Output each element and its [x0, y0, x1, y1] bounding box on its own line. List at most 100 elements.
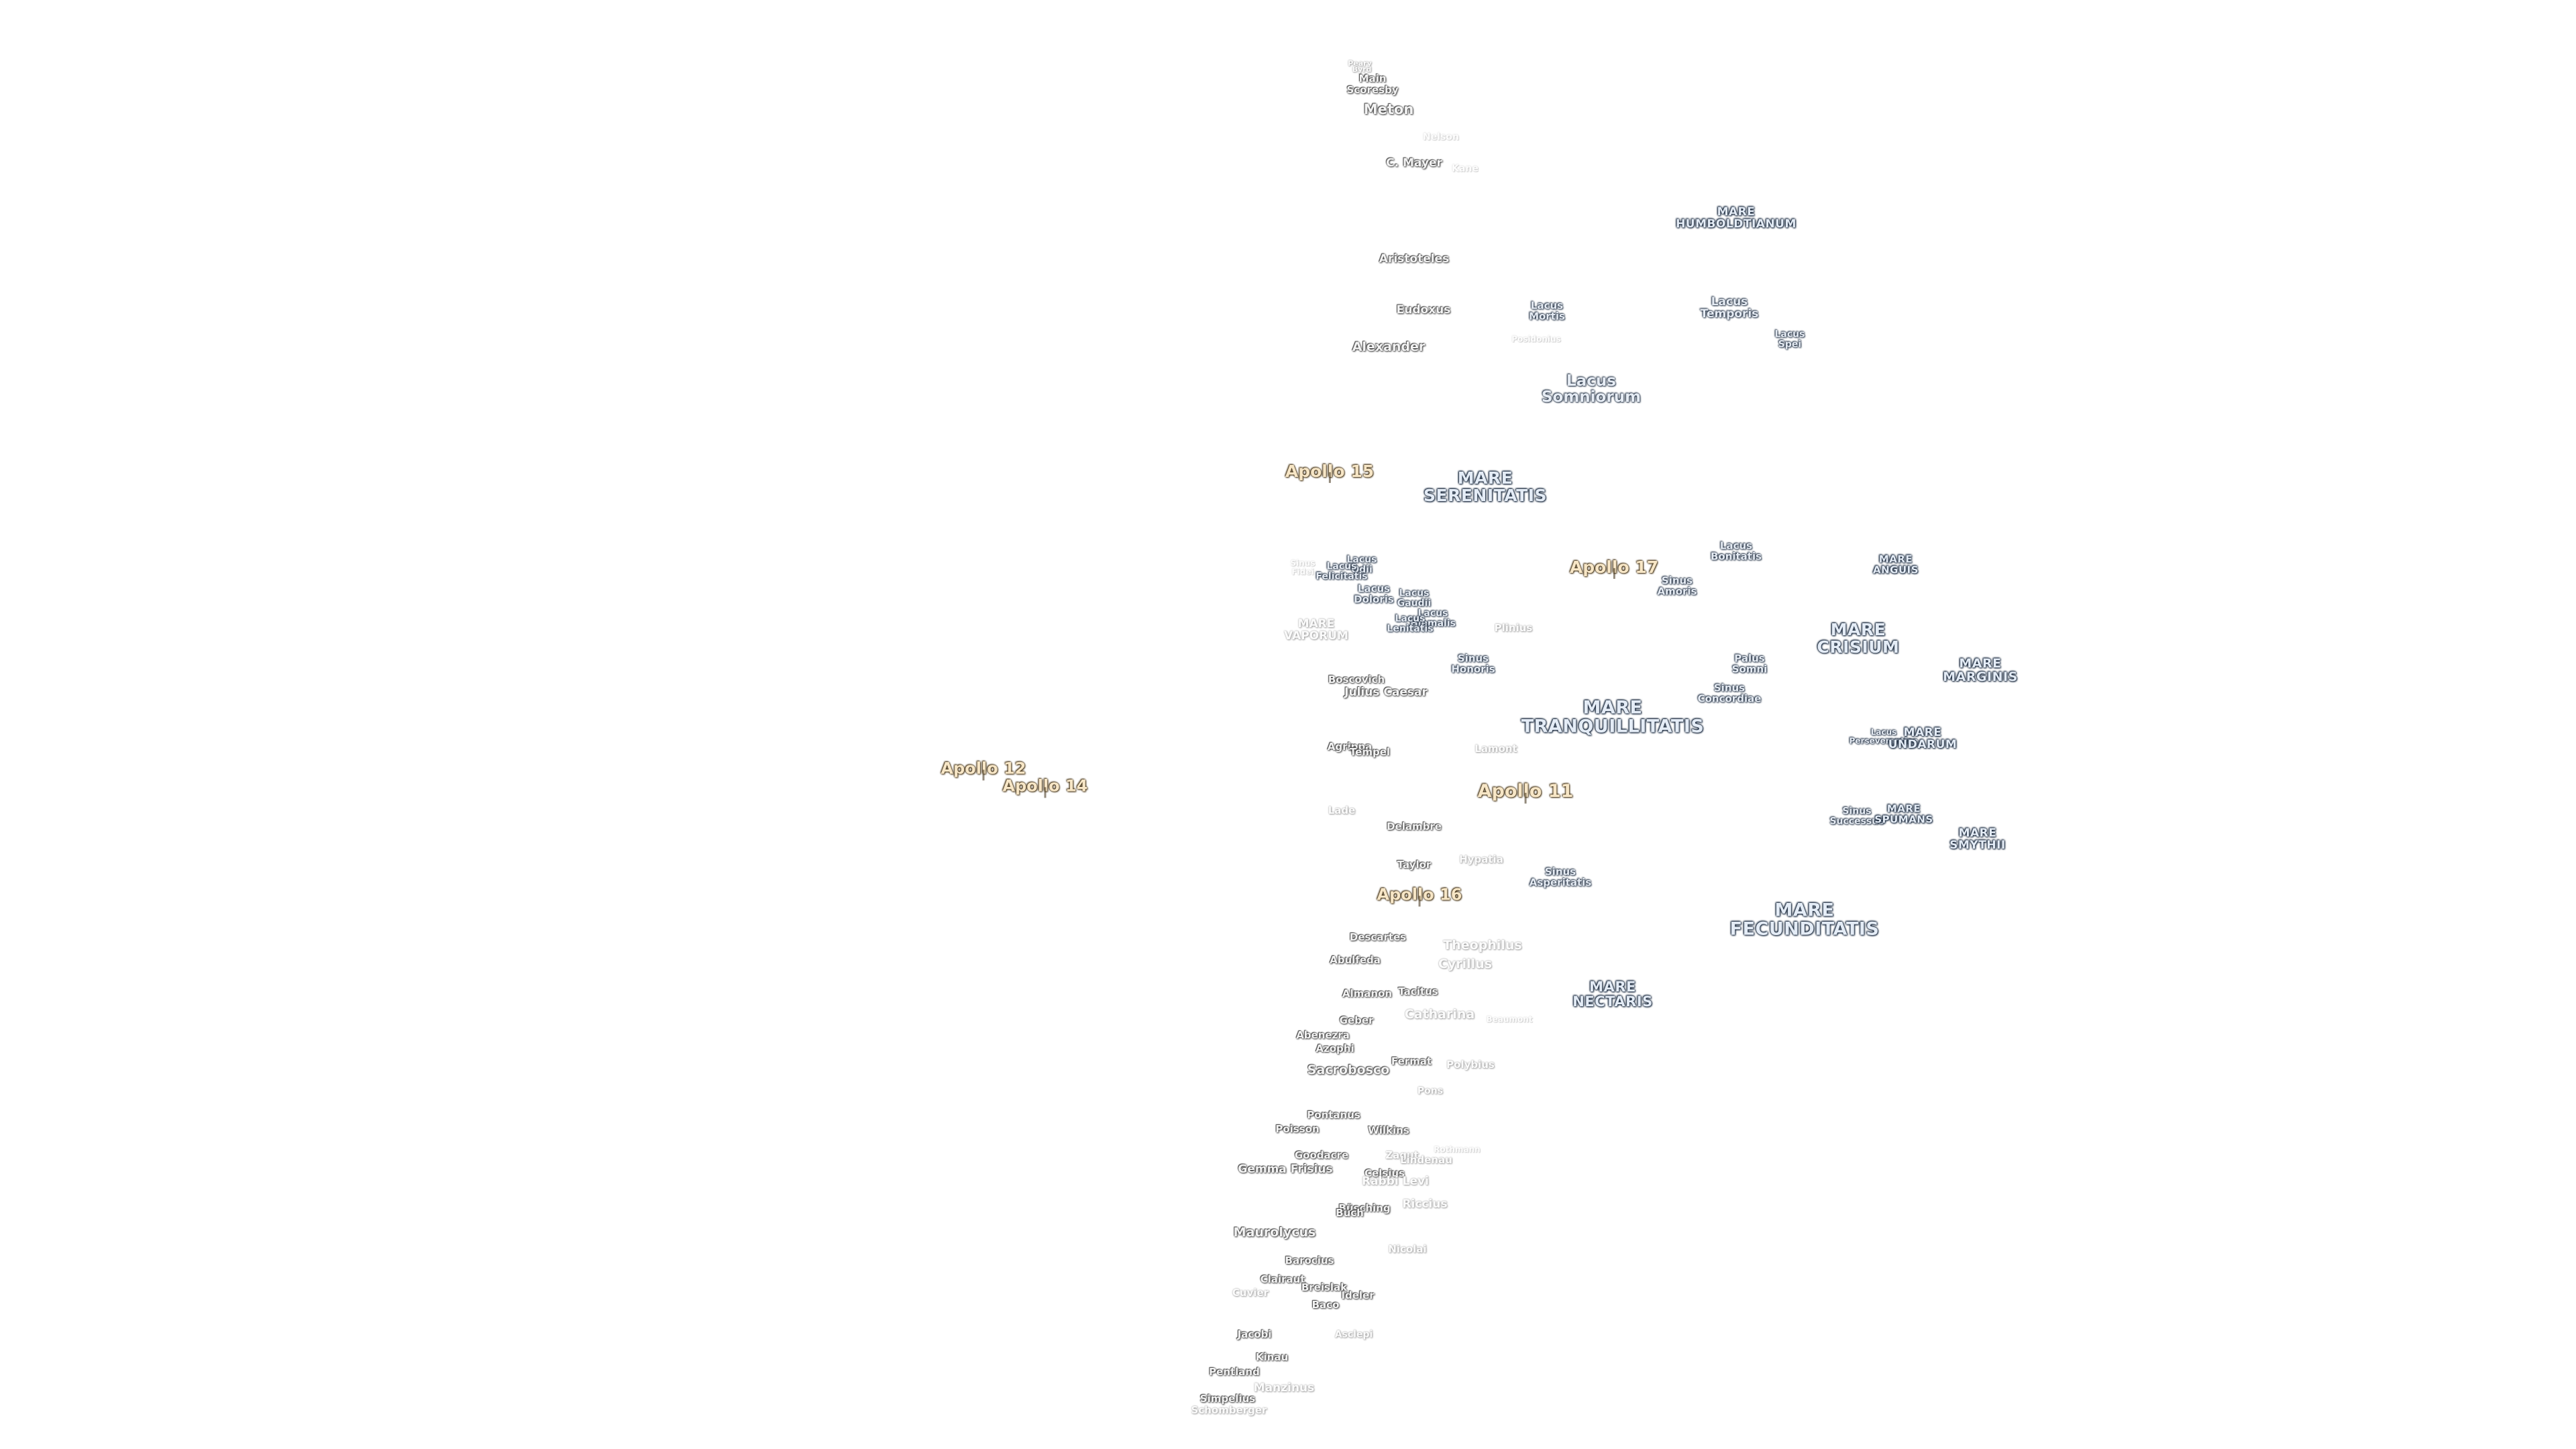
feature-label-scoresby[interactable]: Scoresby — [1346, 84, 1399, 97]
feature-label-peary[interactable]: Peary — [1348, 59, 1372, 68]
feature-label-abulfeda[interactable]: Abulfeda — [1330, 954, 1381, 967]
feature-label-pontanus[interactable]: Pontanus — [1307, 1109, 1360, 1122]
feature-label-kane[interactable]: Kane — [1452, 163, 1479, 174]
feature-label-beaumont[interactable]: Beaumont — [1486, 1014, 1533, 1024]
landing-site-apollo-11[interactable]: Apollo 11 — [1478, 782, 1573, 804]
feature-label-delambre[interactable]: Delambre — [1387, 820, 1442, 833]
feature-label-descartes[interactable]: Descartes — [1349, 931, 1407, 944]
feature-label-wilkins[interactable]: Wilkins — [1368, 1124, 1409, 1137]
feature-label-riccius[interactable]: Riccius — [1402, 1197, 1448, 1212]
feature-label-lindenau[interactable]: Lindenau — [1400, 1154, 1452, 1167]
feature-label-julius-caesar[interactable]: Julius Caesar — [1344, 686, 1428, 700]
feature-label-poisson[interactable]: Poisson — [1275, 1123, 1320, 1136]
feature-label-nelson[interactable]: Nelson — [1423, 131, 1459, 143]
feature-label-goodacre[interactable]: Goodacre — [1294, 1149, 1349, 1162]
landing-site-apollo-16[interactable]: Apollo 16 — [1377, 886, 1462, 907]
feature-label-cuvier[interactable]: Cuvier — [1232, 1287, 1269, 1299]
feature-label-tacitus[interactable]: Tacitus — [1398, 985, 1438, 998]
feature-label-polybius[interactable]: Polybius — [1446, 1059, 1495, 1071]
feature-label-eudoxus[interactable]: Eudoxus — [1396, 303, 1451, 317]
feature-label-jacobi[interactable]: Jacobi — [1237, 1328, 1272, 1341]
feature-label-rabbi-levi[interactable]: Rabbi Levi — [1362, 1175, 1429, 1189]
feature-label-almanon[interactable]: Almanon — [1342, 987, 1393, 1000]
feature-label-rothmann[interactable]: Rothmann — [1434, 1144, 1481, 1155]
landing-site-apollo-15[interactable]: Apollo 15 — [1285, 462, 1374, 484]
landing-site-apollo-12[interactable]: Apollo 12 — [941, 760, 1026, 781]
feature-label-manzinus[interactable]: Manzinus — [1253, 1381, 1315, 1395]
feature-label-boscovich[interactable]: Boscovich — [1328, 674, 1385, 686]
feature-label-schomberger[interactable]: Schomberger — [1191, 1404, 1267, 1417]
feature-label-gemma-frisius[interactable]: Gemma Frisius — [1238, 1163, 1333, 1177]
feature-label-pons[interactable]: Pons — [1417, 1085, 1444, 1097]
feature-label-buch[interactable]: Buch — [1336, 1207, 1364, 1220]
feature-label-simpelius[interactable]: Simpelius — [1199, 1393, 1256, 1405]
feature-label-meton[interactable]: Meton — [1363, 101, 1414, 117]
feature-label-asclepi[interactable]: Asclepi — [1334, 1329, 1373, 1340]
feature-label-breislak[interactable]: Breislak — [1301, 1281, 1348, 1294]
feature-label-byrd[interactable]: Byrd — [1352, 65, 1372, 74]
landing-site-apollo-14[interactable]: Apollo 14 — [1003, 777, 1087, 798]
landing-site-apollo-17[interactable]: Apollo 17 — [1570, 558, 1658, 580]
feature-label-azophi[interactable]: Azophi — [1316, 1042, 1354, 1055]
feature-label-tempel[interactable]: Tempel — [1349, 746, 1391, 759]
feature-label-pentland[interactable]: Pentland — [1209, 1366, 1260, 1379]
feature-label-sacrobosco[interactable]: Sacrobosco — [1307, 1063, 1390, 1078]
feature-label-baco[interactable]: Baco — [1311, 1299, 1340, 1311]
feature-label-abenezra[interactable]: Abenezra — [1296, 1029, 1350, 1042]
feature-label-lade[interactable]: Lade — [1328, 804, 1356, 817]
feature-label-nicolai[interactable]: Nicolai — [1388, 1243, 1427, 1256]
feature-label-c-mayer[interactable]: C. Mayer — [1386, 156, 1442, 170]
feature-label-ideler[interactable]: Ideler — [1341, 1289, 1375, 1302]
feature-label-geber[interactable]: Geber — [1339, 1014, 1374, 1027]
feature-label-clairaut[interactable]: Clairaut — [1260, 1273, 1305, 1286]
feature-label-lamont[interactable]: Lamont — [1474, 743, 1517, 755]
feature-label-barocius[interactable]: Barocius — [1285, 1254, 1334, 1267]
feature-label-cyrillus[interactable]: Cyrillus — [1438, 957, 1493, 972]
feature-label-hypatia[interactable]: Hypatia — [1459, 853, 1503, 866]
feature-label-theophilus[interactable]: Theophilus — [1443, 938, 1522, 953]
feature-label-alexander[interactable]: Alexander — [1352, 339, 1426, 355]
feature-label-agrippa[interactable]: Agrippa — [1327, 741, 1373, 753]
feature-label-zagut[interactable]: Zagut — [1385, 1149, 1419, 1162]
feature-label-taylor[interactable]: Taylor — [1397, 859, 1432, 871]
feature-label-main[interactable]: Main — [1358, 72, 1387, 85]
feature-label-maurolycus[interactable]: Maurolycus — [1233, 1225, 1316, 1240]
feature-label-plinius[interactable]: Plinius — [1494, 622, 1533, 635]
feature-label-celsius[interactable]: Celsius — [1364, 1167, 1405, 1180]
feature-label-b-sching[interactable]: Büsching — [1338, 1202, 1391, 1215]
feature-label-fermat[interactable]: Fermat — [1391, 1055, 1432, 1068]
feature-label-posidonius[interactable]: Posidonius — [1511, 334, 1561, 344]
